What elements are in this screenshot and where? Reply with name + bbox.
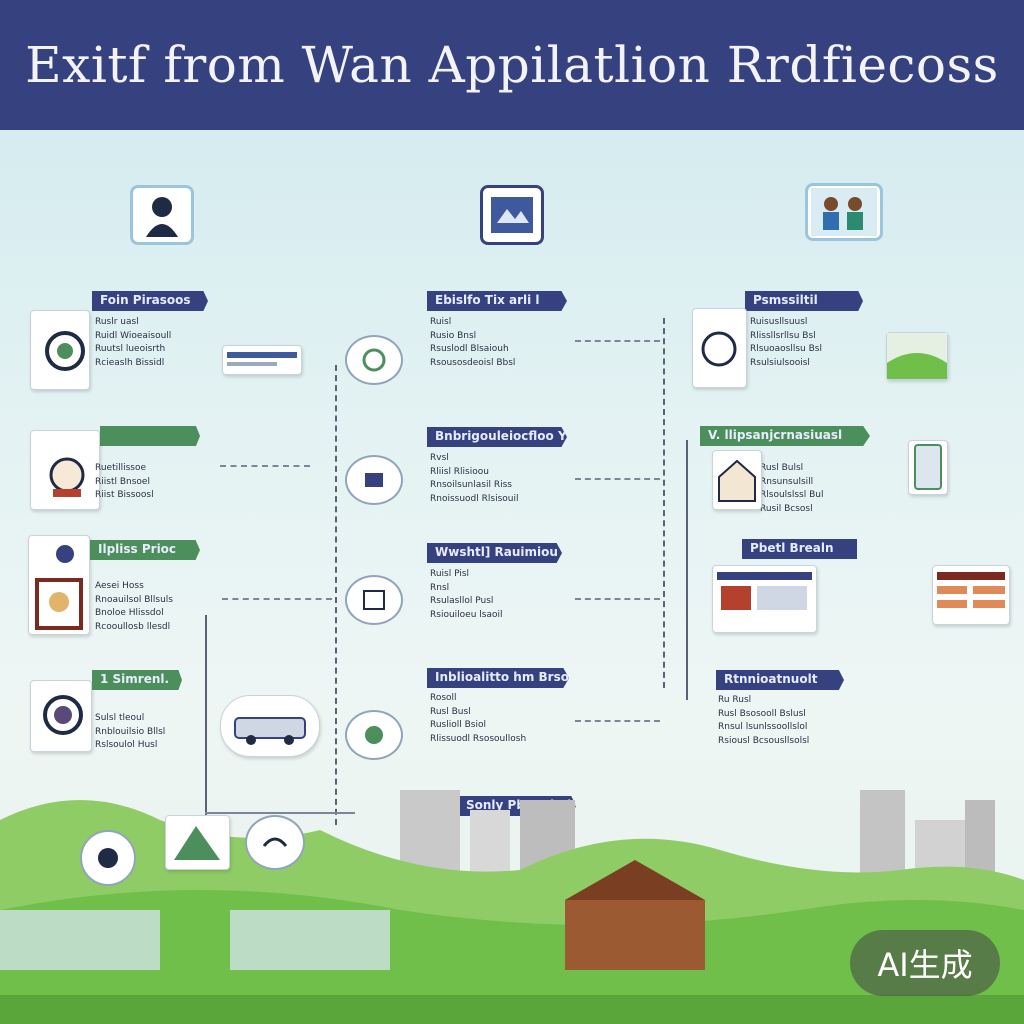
team-photo-icon [805,183,883,241]
right-step-label-1: Psmssiltil [745,291,863,311]
vehicle-card [220,695,320,757]
connector-line [575,720,660,722]
middle-step-label-2: Bnbrigouleiocfloo Ylrell [427,427,567,447]
left-card-1 [30,310,90,390]
person-icon [130,185,194,245]
document-icon [480,185,544,245]
connector-line [205,812,355,814]
checklist-icon [35,545,83,630]
right-phone-2 [908,440,948,495]
bottom-node-3 [245,815,305,870]
connector-line [663,318,665,688]
right-step-label-2: V. llipsanjcrnasiuasl [700,426,870,446]
left-card-3 [28,535,90,635]
left-card-2 [30,430,100,510]
right-step-label-4: Rtnnioatnuolt [716,670,844,690]
middle-step-label-1: Ebislfo Tix arli l [427,291,567,311]
middle-step-label-4: Inblioalitto hm Brsooly [427,668,569,688]
flow-node-4 [345,710,403,760]
connector-line [220,465,310,467]
left-step-label-2 [100,426,200,446]
connector-line [575,598,660,600]
right-icon-2 [712,450,762,510]
right-photo-1 [886,332,948,380]
left-step-label-1: Foin Pirasoos [92,291,208,311]
thumbnail-card [222,345,302,375]
connector-line [575,340,660,342]
flow-node-3 [345,575,403,625]
badge-icon [45,331,85,371]
connector-line [222,598,332,600]
flow-node-1 [345,335,403,385]
watermark: AI生成 [850,930,1000,996]
connector-line [335,365,337,825]
connector-line [205,615,207,975]
left-step-label-3: Ilpliss Prioc [90,540,200,560]
left-step-label-4: 1 Simrenl. [92,670,182,690]
city-landscape [0,790,1024,1024]
right-step-label-3: Pbetl Brealn [742,539,857,559]
seal-icon [43,695,83,735]
title-banner: Exitf from Wan Appilatlion Rrdfiecoss [0,0,1024,130]
left-card-4 [30,680,92,752]
connector-line [575,478,660,480]
middle-step-label-3: Wwshtl] Rauimiou [427,543,562,563]
flow-node-2 [345,455,403,505]
bottom-card-2 [165,815,230,870]
right-screen-3 [712,565,817,633]
certificate-icon [49,457,85,497]
right-table-3 [932,565,1010,625]
page-title: Exitf from Wan Appilatlion Rrdfiecoss [25,36,999,94]
connector-line [686,440,688,700]
right-icon-1 [692,308,747,388]
bottom-node-1 [80,830,136,886]
